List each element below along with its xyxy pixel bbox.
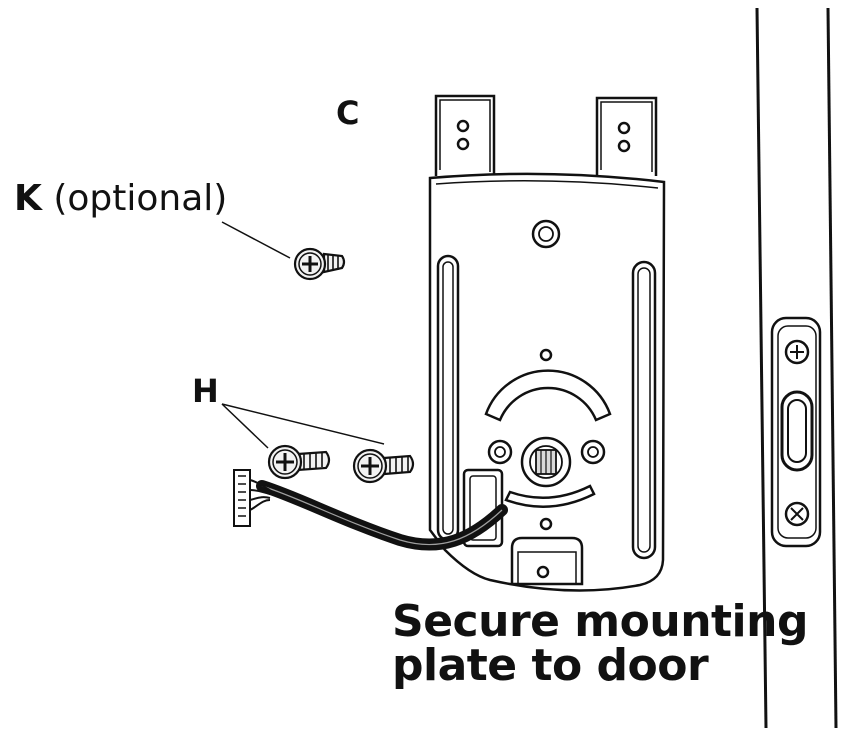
label-h: H: [192, 372, 219, 410]
wire-harness: [249, 479, 508, 551]
label-c: C: [336, 94, 360, 132]
label-k-letter: K: [14, 178, 42, 219]
wire-connector: [233, 469, 251, 527]
door-edge: [755, 7, 838, 729]
label-k: K (optional): [14, 178, 227, 219]
step-caption-line2: plate to door: [392, 640, 709, 691]
step-caption-line1: Secure mounting: [392, 596, 808, 647]
screw-h-left: [267, 444, 331, 480]
label-k-note: (optional): [53, 178, 228, 219]
screw-h-right: [352, 448, 415, 484]
screw-k: [293, 247, 346, 281]
leader-line-k: [221, 221, 291, 259]
mounting-plate: [428, 94, 666, 592]
strike-plate: [770, 316, 822, 548]
step-caption: Secure mounting plate to door: [392, 600, 808, 688]
leader-lines-h: [221, 403, 385, 449]
